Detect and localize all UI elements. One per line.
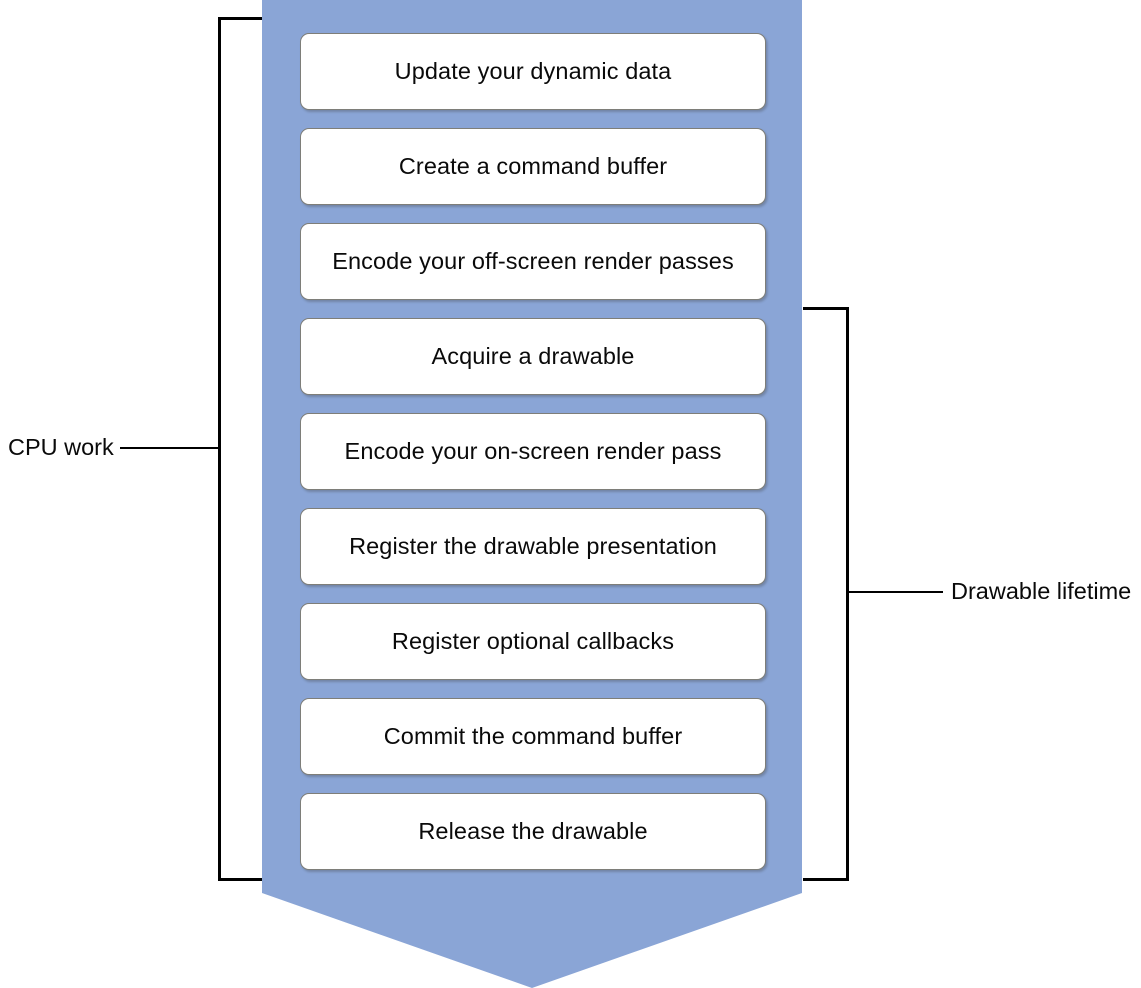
step-label: Acquire a drawable xyxy=(431,342,635,369)
annotation-label-cpu-work: CPU work xyxy=(8,434,114,460)
bracket-spine xyxy=(218,17,221,881)
step-box[interactable]: Register optional callbacks xyxy=(300,603,766,680)
step-label: Encode your on-screen render pass xyxy=(344,437,722,464)
annotation-label-drawable-lifetime: Drawable lifetime xyxy=(951,578,1132,604)
bracket-arm-bottom xyxy=(803,878,849,881)
step-label: Register optional callbacks xyxy=(391,627,675,654)
step-box[interactable]: Acquire a drawable xyxy=(300,318,766,395)
bracket-arm-top xyxy=(218,17,262,20)
bracket-cpu-work xyxy=(218,17,264,881)
bracket-drawable-lifetime xyxy=(803,307,849,881)
step-label: Release the drawable xyxy=(418,817,648,844)
step-label: Register the drawable presentation xyxy=(349,532,717,559)
step-box[interactable]: Register the drawable presentation xyxy=(300,508,766,585)
step-box[interactable]: Encode your on-screen render pass xyxy=(300,413,766,490)
leader-line-cpu-work xyxy=(120,447,221,449)
step-label: Update your dynamic data xyxy=(394,57,672,84)
bracket-spine xyxy=(846,307,849,881)
bracket-arm-bottom xyxy=(218,878,262,881)
step-label: Create a command buffer xyxy=(398,152,668,179)
step-box[interactable]: Commit the command buffer xyxy=(300,698,766,775)
bracket-arm-top xyxy=(803,307,849,310)
flow-arrowhead-icon xyxy=(262,893,802,988)
step-list: Update your dynamic data Create a comman… xyxy=(300,33,766,888)
step-box[interactable]: Release the drawable xyxy=(300,793,766,870)
leader-line-drawable-lifetime xyxy=(847,591,943,593)
step-box[interactable]: Update your dynamic data xyxy=(300,33,766,110)
step-label: Encode your off-screen render passes xyxy=(332,247,734,274)
step-box[interactable]: Encode your off-screen render passes xyxy=(300,223,766,300)
step-label: Commit the command buffer xyxy=(383,722,683,749)
step-box[interactable]: Create a command buffer xyxy=(300,128,766,205)
